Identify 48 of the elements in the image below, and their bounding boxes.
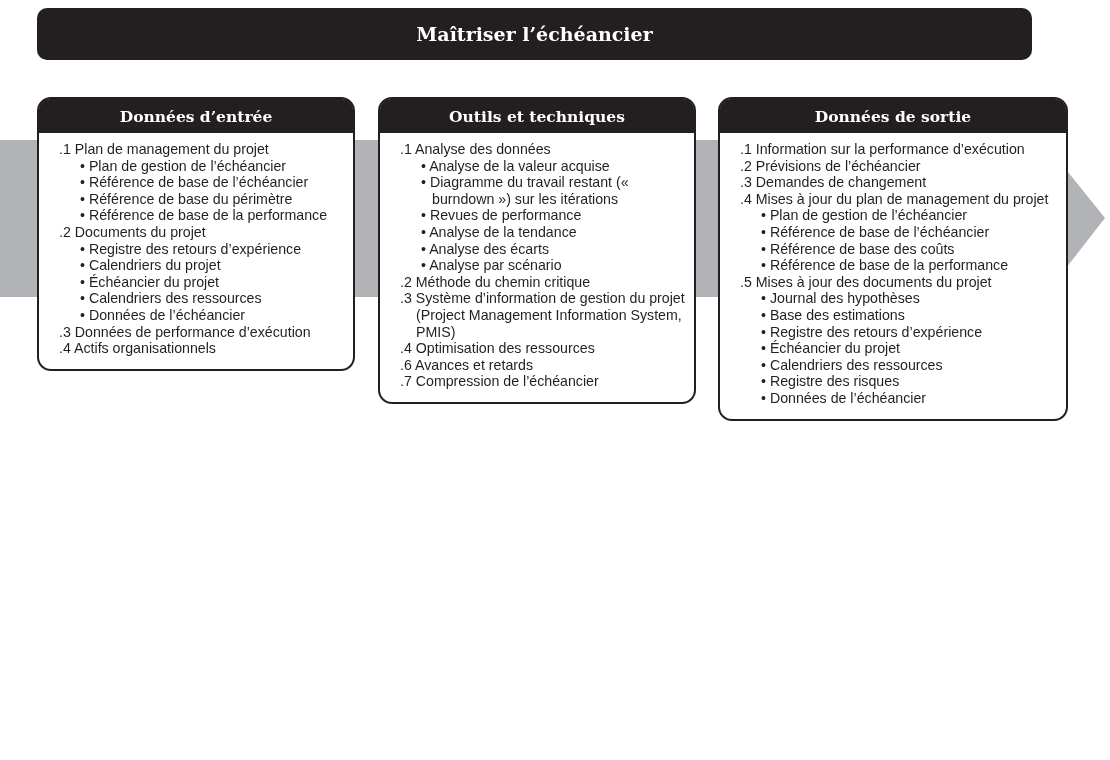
bullet-item: • Référence de base de la performance: [760, 257, 1010, 274]
numbered-item: .2 Méthode du chemin critique: [399, 273, 592, 291]
numbered-item: .3 Demandes de changement: [739, 174, 928, 191]
bullet-item: • Échéancier du projet: [79, 273, 221, 291]
bullet-item: • Plan de gestion de l’échéancier: [760, 207, 969, 224]
numbered-item: .3 Données de performance d’exécution: [58, 323, 312, 341]
numbered-item: .1 Plan de management du projet: [58, 141, 270, 158]
bullet-item: • Diagramme du travail restant (« burndown ») sur les itérations: [420, 174, 630, 208]
numbered-item: .4 Actifs organisationnels: [58, 340, 217, 357]
bullet-item: • Analyse par scénario: [420, 257, 563, 274]
numbered-item: .6 Avances et retards: [399, 356, 535, 374]
bullet-item: • Registre des retours d’expérience: [79, 240, 303, 258]
bullet-item: • Plan de gestion de l’échéancier: [79, 157, 288, 175]
bullet-item: • Calendriers du projet: [79, 257, 222, 274]
bullet-item: • Référence de base de la performance: [79, 207, 329, 224]
numbered-item: .2 Documents du projet: [58, 223, 207, 241]
panel-heading: Données d’entrée: [39, 99, 353, 133]
bullet-item: • Analyse de la valeur acquise: [420, 157, 611, 175]
numbered-item: .1 Analyse des données: [399, 141, 552, 158]
numbered-item: .2 Prévisions de l’échéancier: [739, 157, 922, 175]
list-panel: [37, 97, 355, 371]
bullet-item: • Calendriers des ressources: [79, 290, 263, 307]
numbered-item: .7 Compression de l’échéancier: [399, 373, 600, 390]
numbered-item: .1 Information sur la performance d’exécution: [739, 141, 1026, 158]
bullet-item: • Analyse des écarts: [420, 240, 550, 258]
bullet-item: • Données de l’échéancier: [79, 306, 247, 324]
bullet-item: • Référence de base de l’échéancier: [760, 223, 991, 241]
bullet-item: • Journal des hypothèses: [760, 290, 921, 307]
bullet-item: • Base des estimations: [760, 306, 906, 324]
title-banner: Maîtriser l’échéancier: [37, 8, 1032, 60]
panel-heading: Données de sortie: [720, 99, 1066, 133]
bullet-item: • Calendriers des ressources: [760, 356, 944, 374]
numbered-item: .5 Mises à jour des documents du projet: [739, 273, 993, 291]
bullet-item: • Registre des retours d’expérience: [760, 323, 984, 341]
numbered-item: .4 Optimisation des ressources: [399, 340, 596, 357]
bullet-item: • Données de l’échéancier: [760, 389, 928, 407]
bullet-item: • Revues de performance: [420, 207, 583, 224]
list-panel: [718, 97, 1068, 421]
bullet-item: • Référence de base des coûts: [760, 240, 956, 258]
bullet-item: • Référence de base de l’échéancier: [79, 174, 310, 191]
numbered-item: .4 Mises à jour du plan de management du projet: [739, 190, 1050, 208]
list-panel: [378, 97, 696, 404]
panel-heading: Outils et techniques: [380, 99, 694, 133]
bullet-item: • Registre des risques: [760, 373, 901, 390]
bullet-item: • Référence de base du périmètre: [79, 190, 294, 208]
bullet-item: • Échéancier du projet: [760, 340, 902, 357]
bullet-item: • Analyse de la tendance: [420, 223, 578, 241]
numbered-item: .3 Système d’information de gestion du projet (Project Management Information System, PMIS): [399, 290, 686, 341]
